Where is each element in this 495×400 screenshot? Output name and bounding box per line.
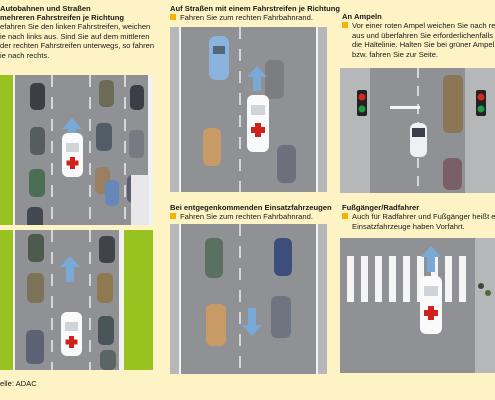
highway-heading-line1: Autobahnen und Straßen [0, 4, 91, 13]
pedestrian-heading: Fußgänger/Radfahrer [342, 203, 420, 212]
traffic-light-line2: aus und überfahren Sie erforderlichenfal… [352, 30, 493, 40]
oncoming-heading: Bei entgegenkommenden Einsatzfahrzeugen [170, 203, 332, 212]
highway-scene-top [0, 75, 153, 225]
bullet-icon [170, 14, 176, 20]
bullet-icon [342, 213, 348, 219]
traffic-light-section: An Ampeln Vor einer roten Ampel weichen … [342, 12, 495, 59]
highway-text-line2: ie nach links aus. Sind Sie auf dem mitt… [0, 31, 150, 41]
pedestrian-line1: Auch für Radfahrer und Fußgänger heißt e… [342, 212, 495, 222]
bullet-icon [170, 213, 176, 219]
oncoming-bullet: Fahren Sie zum rechten Fahrbahnrand. [170, 212, 332, 222]
traffic-light-line4: bzw. fahren Sie zur Seite. [352, 49, 439, 59]
single-lane-scene [170, 27, 327, 192]
highway-section: Autobahnen und Straßen mehreren Fahrstre… [0, 4, 160, 60]
oncoming-section: Bei entgegenkommenden Einsatzfahrzeugen … [170, 203, 332, 222]
pedestrian-line2: Einsatzfahrzeuge haben Vorfahrt. [352, 221, 465, 231]
highway-text-line3: der rechten Fahrstreifen unterwegs, so f… [0, 41, 155, 51]
oncoming-bullet-text: Fahren Sie zum rechten Fahrbahnrand. [180, 212, 313, 221]
single-lane-bullet: Fahren Sie zum rechten Fahrbahnrand. [170, 13, 340, 23]
source-credit: elle: ADAC [0, 379, 37, 388]
traffic-light-line3: die Haltelinie. Halten Sie bei grüner Am… [352, 40, 495, 50]
single-lane-heading: Auf Straßen mit einem Fahrstreifen je Ri… [170, 4, 341, 13]
pedestrian-scene [340, 238, 495, 373]
single-lane-section: Auf Straßen mit einem Fahrstreifen je Ri… [170, 4, 340, 23]
bullet-icon [342, 22, 348, 28]
traffic-light-line1: Vor einer roten Ampel weichen Sie nach r… [342, 21, 495, 31]
highway-text-line1: efahren Sie den linken Fahrstreifen, wei… [0, 22, 151, 31]
oncoming-scene [170, 224, 327, 374]
highway-heading-line2: mehreren Fahrstreifen je Richtung [0, 13, 125, 22]
pedestrian-section: Fußgänger/Radfahrer Auch für Radfahrer u… [342, 203, 495, 231]
highway-scene-bottom [0, 230, 153, 370]
single-lane-bullet-text: Fahren Sie zum rechten Fahrbahnrand. [180, 13, 313, 22]
highway-text-line4: ie nach rechts. [0, 50, 50, 60]
traffic-light-scene [340, 68, 495, 193]
traffic-light-heading: An Ampeln [342, 12, 382, 21]
